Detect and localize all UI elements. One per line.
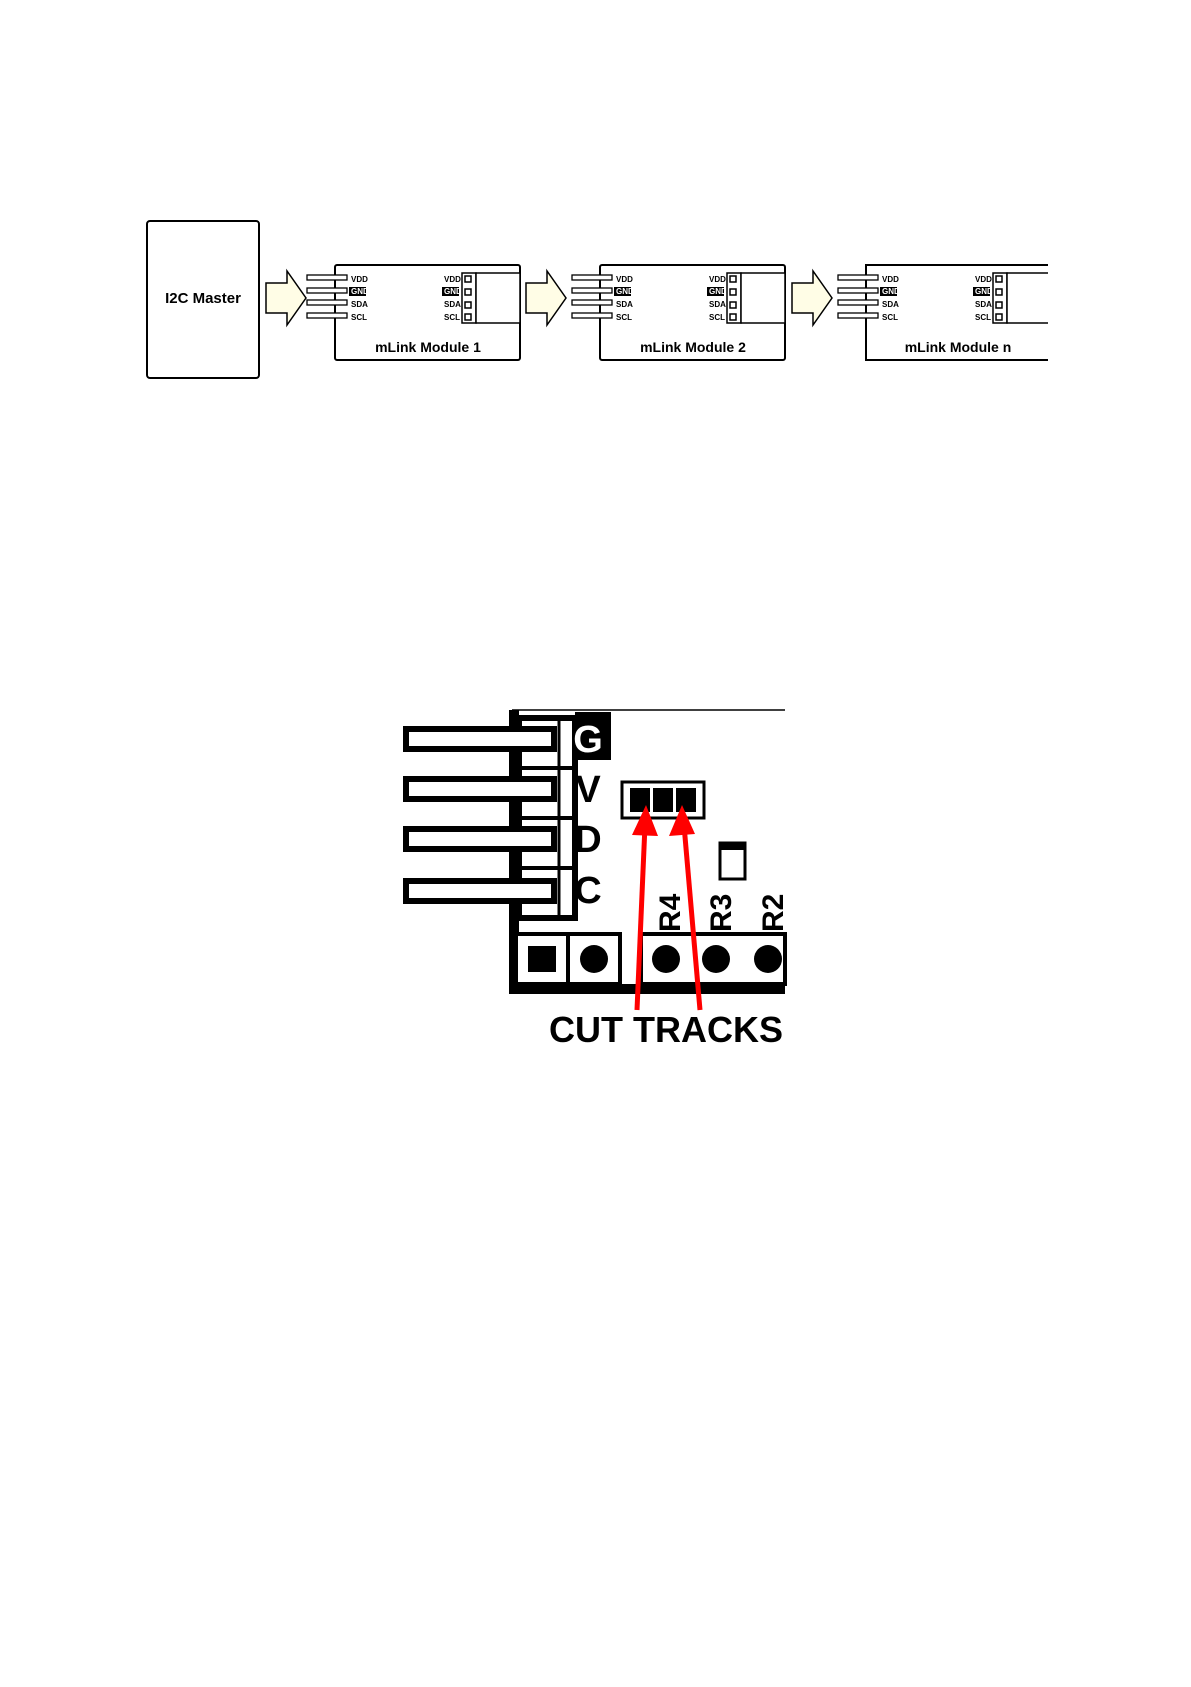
header-letter-v: V [575, 769, 601, 811]
cut-tracks-label: CUT TRACKS [549, 1009, 783, 1050]
pin-label-vdd: VDD [444, 275, 461, 284]
flow-arrow-3 [792, 271, 832, 325]
pin-label-sda: SDA [444, 300, 461, 309]
pin-label-gnd: GND [616, 287, 634, 296]
board-detail: G V D C R4 R3 R2 [406, 710, 790, 1050]
output-connector [993, 273, 1048, 323]
pin-label-gnd: GND [975, 287, 993, 296]
resistor-label-r4: R4 [654, 893, 687, 932]
pin-label-vdd: VDD [351, 275, 368, 284]
module-title: mLink Module n [905, 339, 1012, 355]
flow-arrow-2 [526, 271, 566, 325]
pin-label-scl: SCL [709, 313, 725, 322]
resistor-label-r2: R2 [757, 894, 790, 932]
pin-label-sda: SDA [351, 300, 368, 309]
pin-label-vdd: VDD [616, 275, 633, 284]
pin-label-vdd: VDD [882, 275, 899, 284]
pin-label-sda: SDA [616, 300, 633, 309]
mlink-module-1: VDD GND SDA SCL VDD GND SDA SCL [307, 265, 520, 360]
pin-label-scl: SCL [351, 313, 367, 322]
pin-label-sda: SDA [709, 300, 726, 309]
solder-jumper [622, 782, 704, 818]
module-title: mLink Module 2 [640, 339, 746, 355]
mlink-module-2: VDD GND SDA SCL VDD GND SDA SCL [572, 265, 785, 360]
chain-diagram: I2C Master VDD GND SDA SCL VD [147, 221, 1048, 378]
header-letter-d: D [574, 819, 601, 861]
pin-label-scl: SCL [882, 313, 898, 322]
mlink-module-n: VDD GND SDA SCL VDD GND SDA SCL [838, 265, 1048, 360]
pin-label-vdd: VDD [709, 275, 726, 284]
pin-label-vdd: VDD [975, 275, 992, 284]
resistor-label-r3: R3 [705, 894, 738, 932]
pin-label-scl: SCL [975, 313, 991, 322]
module-title: mLink Module 1 [375, 339, 481, 355]
pin-label-gnd: GND [444, 287, 462, 296]
i2c-master-box: I2C Master [147, 221, 259, 378]
i2c-master-label: I2C Master [165, 290, 241, 307]
pin-label-gnd: GND [882, 287, 900, 296]
pin-label-scl: SCL [616, 313, 632, 322]
output-connector [462, 273, 520, 323]
output-connector [727, 273, 785, 323]
header-letter-g: G [573, 719, 603, 761]
flow-arrow-1 [266, 271, 306, 325]
pin-label-scl: SCL [444, 313, 460, 322]
pin-label-sda: SDA [975, 300, 992, 309]
pin-label-sda: SDA [882, 300, 899, 309]
pad-row [516, 934, 785, 984]
pin-label-gnd: GND [709, 287, 727, 296]
smd-component [720, 843, 745, 879]
pin-label-gnd: GND [351, 287, 369, 296]
header-letter-c: C [574, 870, 601, 912]
